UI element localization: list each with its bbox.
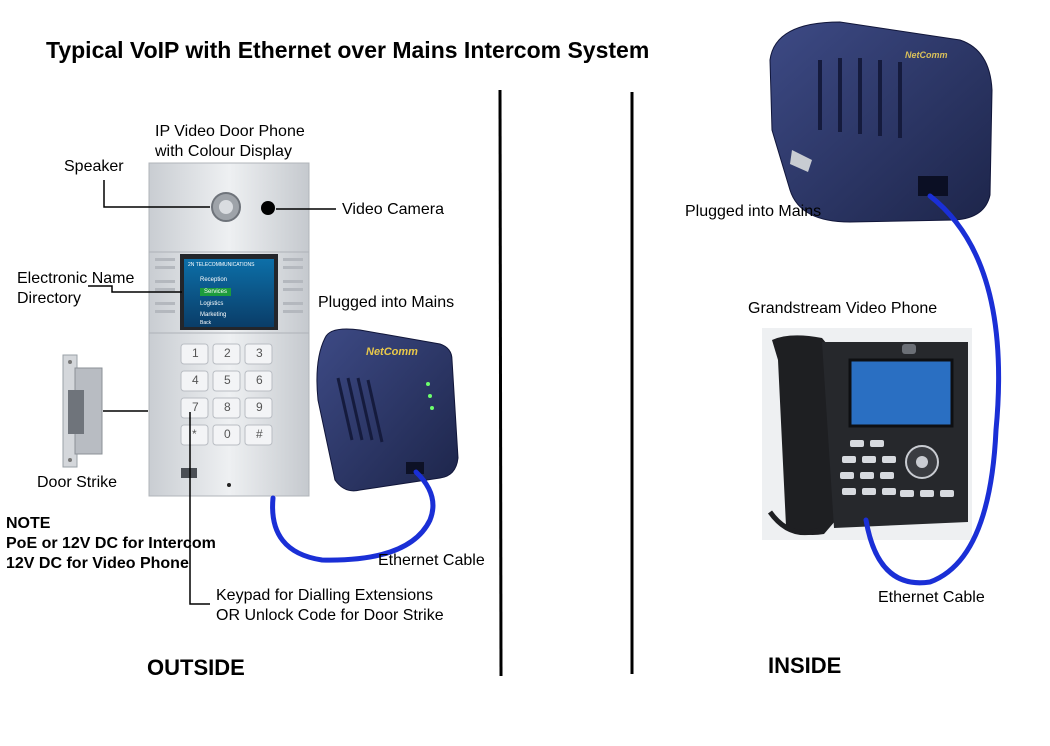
inside-plugged-label: Plugged into Mains xyxy=(685,203,822,220)
screen-entry: Reception xyxy=(200,277,228,283)
name-directory-label: Electronic Name Directory xyxy=(17,270,135,307)
inside-adapter-brand: NetComm xyxy=(905,50,948,60)
screen-footer: Back xyxy=(200,320,212,326)
key-label: 4 xyxy=(192,373,199,387)
key-label: 5 xyxy=(224,373,231,387)
door-strike xyxy=(62,354,103,468)
keypad xyxy=(180,343,273,446)
outside-plugged-label: Plugged into Mains xyxy=(318,294,455,311)
outside-adapter-brand: NetComm xyxy=(366,346,418,358)
video-phone xyxy=(762,328,972,540)
camera-icon xyxy=(261,201,275,215)
screen-header: 2N TELECOMMUNICATIONS xyxy=(188,262,255,268)
key-label: 9 xyxy=(256,400,263,414)
inside-power-adapter xyxy=(769,21,993,223)
note-line: 12V DC for Video Phone xyxy=(6,555,189,572)
key-label: 0 xyxy=(224,427,231,441)
outside-ethernet-cable xyxy=(270,469,436,563)
door-phone-label: IP Video Door Phone with Colour Display xyxy=(155,123,305,160)
door-phone-panel xyxy=(148,162,310,497)
key-label: * xyxy=(192,427,197,441)
page-title: Typical VoIP with Ethernet over Mains In… xyxy=(46,37,650,63)
phone-camera-icon xyxy=(902,344,916,354)
keypad-label: Keypad for Dialling Extensions OR Unlock… xyxy=(216,587,444,624)
screen-entry-selected: Services xyxy=(200,288,232,296)
outside-section-label: OUTSIDE xyxy=(147,655,245,680)
key-label: 1 xyxy=(192,346,199,360)
key-label: 8 xyxy=(224,400,231,414)
key-label: # xyxy=(256,427,263,441)
note-line: PoE or 12V DC for Intercom xyxy=(6,535,216,552)
keypad-callout xyxy=(189,412,210,605)
key-label: 2 xyxy=(224,346,231,360)
key-label: 6 xyxy=(256,373,263,387)
note-heading: NOTE xyxy=(6,515,51,532)
directory-callout xyxy=(88,285,182,293)
divider-left xyxy=(498,89,503,677)
outside-power-adapter xyxy=(316,328,459,492)
outside-ethernet-label: Ethernet Cable xyxy=(378,552,485,569)
ethernet-cables xyxy=(270,193,1002,586)
speaker-callout xyxy=(103,180,210,208)
power-note: NOTE PoE or 12V DC for Intercom 12V DC f… xyxy=(6,514,216,574)
door-strike-label: Door Strike xyxy=(37,474,118,491)
inside-section-label: INSIDE xyxy=(768,653,842,678)
inside-ethernet-cable xyxy=(863,193,1002,586)
key-label: 3 xyxy=(256,346,263,360)
screen-entry: Logistics xyxy=(200,301,224,307)
video-camera-label: Video Camera xyxy=(342,201,444,218)
inside-ethernet-label: Ethernet Cable xyxy=(878,589,985,606)
speaker-label: Speaker xyxy=(64,158,124,175)
screen-entry: Marketing xyxy=(200,312,227,318)
callout-lines xyxy=(88,180,336,605)
key-label: 7 xyxy=(192,400,199,414)
video-phone-label: Grandstream Video Phone xyxy=(748,300,938,317)
